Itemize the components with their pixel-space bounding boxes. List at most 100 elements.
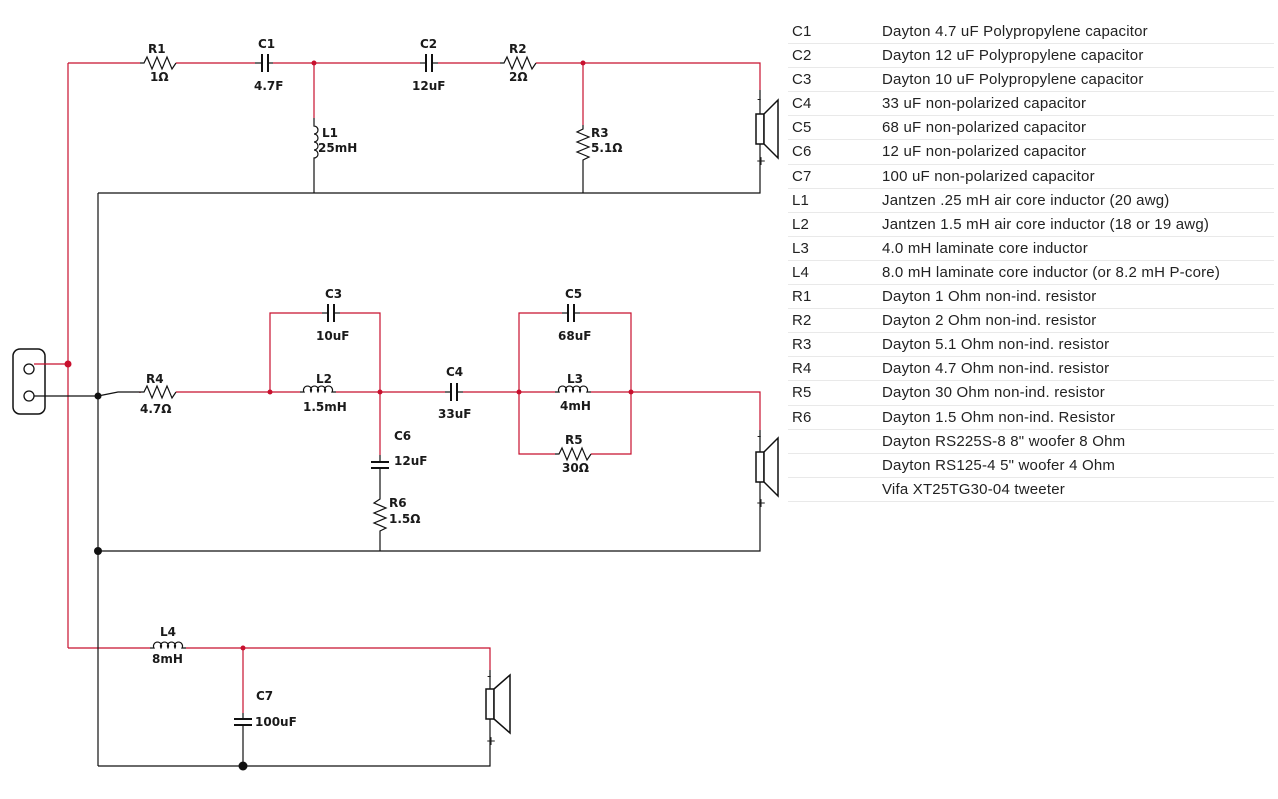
parts-list-row: C4 33 uF non-polarized capacitor xyxy=(788,92,1274,117)
parts-list-row: L4 8.0 mH laminate core inductor (or 8.2 … xyxy=(788,261,1274,286)
svg-text:10uF: 10uF xyxy=(316,329,349,343)
svg-text:12uF: 12uF xyxy=(412,79,445,93)
ground-wires xyxy=(34,165,761,767)
svg-text:68uF: 68uF xyxy=(558,329,591,343)
svg-text:R6: R6 xyxy=(389,496,407,510)
svg-text:R1: R1 xyxy=(148,42,166,56)
part-description: Dayton 12 uF Polypropylene capacitor xyxy=(882,47,1144,65)
part-ref xyxy=(788,478,882,501)
part-ref xyxy=(788,454,882,477)
svg-text:4mH: 4mH xyxy=(560,399,591,413)
part-ref: C2 xyxy=(792,47,812,65)
crossover-schematic: R1 1Ω C1 4.7F C2 12uF R2 2Ω L1 25mH R3 5… xyxy=(12,37,779,771)
svg-text:C5: C5 xyxy=(565,287,582,301)
part-description: Dayton 30 Ohm non-ind. resistor xyxy=(882,384,1105,402)
capacitor-c1: C1 4.7F xyxy=(254,37,283,93)
svg-text:12uF: 12uF xyxy=(394,454,427,468)
capacitor-c3: C3 10uF xyxy=(316,287,349,343)
part-ref: C1 xyxy=(792,23,812,40)
woofer-speaker-icon: - + xyxy=(485,669,511,748)
parts-list-row: C7 100 uF non-polarized capacitor xyxy=(788,165,1274,189)
parts-list-row: L2 Jantzen 1.5 mH air core inductor (18 o… xyxy=(788,213,1274,237)
svg-text:4.7Ω: 4.7Ω xyxy=(140,402,171,416)
part-ref: R6 xyxy=(792,408,812,426)
svg-text:C2: C2 xyxy=(420,37,437,51)
resistor-r1: R1 1Ω xyxy=(140,42,177,84)
svg-text:R5: R5 xyxy=(565,433,583,447)
parts-list-row: Dayton RS225S-8 8" woofer 8 Ohm xyxy=(788,430,1274,454)
input-terminal xyxy=(12,348,46,415)
inductor-l2: L2 1.5mH xyxy=(300,372,347,414)
svg-text:-: - xyxy=(757,429,761,443)
inductor-l4: L4 8mH xyxy=(150,625,186,666)
part-description: Dayton 10 uF Polypropylene capacitor xyxy=(882,71,1144,89)
part-ref: R3 xyxy=(792,336,812,354)
parts-list-row: C2 Dayton 12 uF Polypropylene capacitor xyxy=(788,44,1274,69)
svg-text:33uF: 33uF xyxy=(438,407,471,421)
svg-text:2Ω: 2Ω xyxy=(509,70,528,84)
capacitor-c4: C4 33uF xyxy=(438,365,471,421)
svg-text:L3: L3 xyxy=(567,372,583,386)
part-ref: L4 xyxy=(792,263,810,281)
part-description: 100 uF non-polarized capacitor xyxy=(882,167,1095,185)
svg-text:5.1Ω: 5.1Ω xyxy=(591,141,622,155)
part-ref: R1 xyxy=(792,288,812,306)
part-ref: C6 xyxy=(792,143,812,161)
svg-text:C1: C1 xyxy=(258,37,275,51)
svg-text:L1: L1 xyxy=(322,126,338,140)
junction-dots xyxy=(64,60,634,771)
part-description: Dayton 4.7 uF Polypropylene capacitor xyxy=(882,23,1148,40)
inductor-l3: L3 4mH xyxy=(555,372,591,413)
part-description: 8.0 mH laminate core inductor (or 8.2 mH… xyxy=(882,263,1221,281)
capacitor-c2: C2 12uF xyxy=(412,37,445,93)
svg-text:L2: L2 xyxy=(316,372,332,386)
part-description: Dayton 1.5 Ohm non-ind. Resistor xyxy=(882,408,1116,426)
positive-wires xyxy=(34,62,761,713)
part-ref: R4 xyxy=(792,360,812,378)
part-ref: C5 xyxy=(792,119,812,137)
capacitor-c5: C5 68uF xyxy=(558,287,591,343)
parts-list-row: C6 12 uF non-polarized capacitor xyxy=(788,140,1274,165)
parts-list-row: C3 Dayton 10 uF Polypropylene capacitor xyxy=(788,68,1274,93)
part-description: 12 uF non-polarized capacitor xyxy=(882,143,1087,161)
svg-text:R4: R4 xyxy=(146,372,164,386)
part-description: Jantzen .25 mH air core inductor (20 awg… xyxy=(882,191,1170,209)
svg-text:C7: C7 xyxy=(256,689,273,703)
svg-text:1Ω: 1Ω xyxy=(150,70,169,84)
svg-text:-: - xyxy=(487,669,491,683)
midrange-speaker-icon: - + xyxy=(755,429,779,510)
parts-list-row: R1 Dayton 1 Ohm non-ind. resistor xyxy=(788,285,1274,310)
svg-text:100uF: 100uF xyxy=(255,715,297,729)
svg-text:C4: C4 xyxy=(446,365,463,379)
parts-list-row: C1 Dayton 4.7 uF Polypropylene capacitor xyxy=(788,20,1274,45)
part-ref: C3 xyxy=(792,71,812,89)
parts-list-row: Vifa XT25TG30-04 tweeter xyxy=(788,478,1274,502)
capacitor-c6: C6 12uF xyxy=(371,429,427,470)
resistor-r4: R4 4.7Ω xyxy=(140,372,177,416)
parts-list-row: L3 4.0 mH laminate core inductor xyxy=(788,237,1274,261)
svg-text:C3: C3 xyxy=(325,287,342,301)
part-description: Jantzen 1.5 mH air core inductor (18 or … xyxy=(882,215,1210,233)
part-description: Dayton 5.1 Ohm non-ind. resistor xyxy=(882,336,1110,354)
part-description: 4.0 mH laminate core inductor xyxy=(882,239,1088,257)
parts-list-row: R6 Dayton 1.5 Ohm non-ind. Resistor xyxy=(788,406,1274,430)
svg-text:30Ω: 30Ω xyxy=(562,461,589,475)
part-ref: C7 xyxy=(792,167,812,185)
part-ref: C4 xyxy=(792,95,812,113)
svg-text:+: + xyxy=(486,734,496,748)
part-description: 33 uF non-polarized capacitor xyxy=(882,95,1087,113)
part-description: Dayton 1 Ohm non-ind. resistor xyxy=(882,288,1097,306)
part-ref xyxy=(788,430,882,453)
svg-text:+: + xyxy=(756,496,766,510)
part-description: Dayton 2 Ohm non-ind. resistor xyxy=(882,312,1097,330)
resistor-r5: R5 30Ω xyxy=(555,433,592,475)
svg-text:1.5mH: 1.5mH xyxy=(303,400,347,414)
part-description: Dayton RS125-4 5" woofer 4 Ohm xyxy=(882,456,1116,474)
part-ref: L2 xyxy=(792,215,810,233)
resistor-r3: R3 5.1Ω xyxy=(575,125,622,165)
part-ref: L3 xyxy=(792,239,810,257)
resistor-r2: R2 2Ω xyxy=(500,42,537,84)
